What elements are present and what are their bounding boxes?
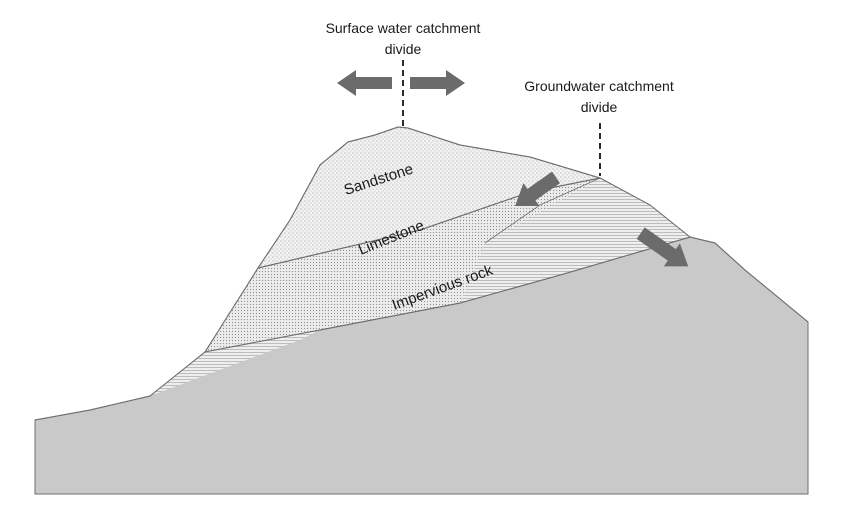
groundwater-divide-label-line1: Groundwater catchment xyxy=(524,78,674,94)
hill-outline xyxy=(34,126,809,421)
sandstone-limestone-boundary xyxy=(257,177,601,269)
lined-strata-left xyxy=(150,330,320,396)
surface-divide-label-line2: divide xyxy=(385,41,422,57)
groundwater-flow-right-icon xyxy=(636,227,689,267)
groundwater-flow-left-icon xyxy=(515,171,561,207)
groundwater-divide-label-line2: divide xyxy=(581,99,618,115)
surface-divide-label-line1: Surface water catchment xyxy=(326,20,481,36)
lined-strata-right xyxy=(460,178,690,303)
arrow-right-icon xyxy=(410,70,465,96)
limestone-impervious-boundary xyxy=(204,236,691,353)
arrow-left-icon xyxy=(337,70,392,96)
limestone-inner-line xyxy=(484,177,601,244)
